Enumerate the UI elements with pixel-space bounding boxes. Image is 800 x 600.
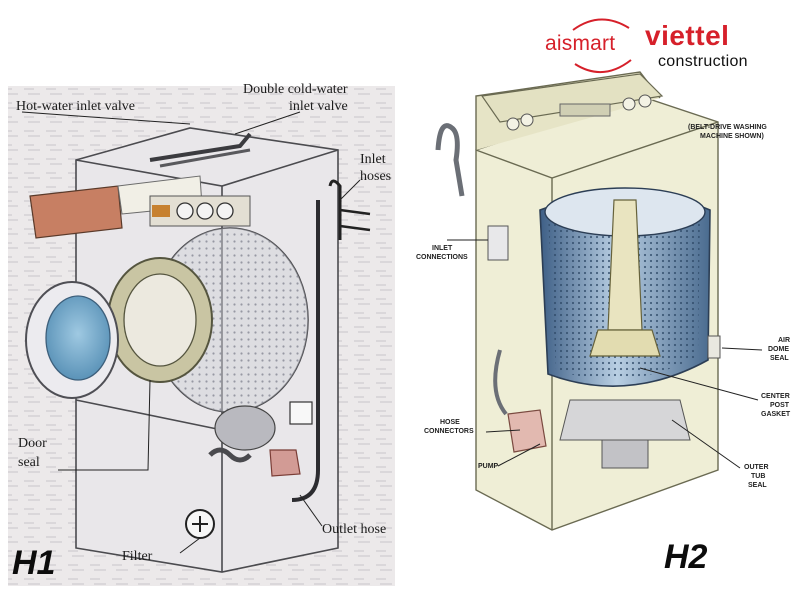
h2-label-hose-connectors-1: HOSE [440, 419, 460, 426]
h2-label-air-dome-seal-2: DOME [768, 346, 789, 353]
h1-control-box [289, 401, 313, 425]
diagram-h2: (BELT-DRIVE WASHING MACHINE SHOWN) INLET… [416, 71, 791, 576]
h2-label-outer-tub-2: TUB [751, 473, 765, 480]
h1-label-double-cold-water-1: Double cold-water [243, 82, 348, 97]
h1-detergent-drawer [29, 185, 123, 239]
h2-label-hose-connectors-2: CONNECTORS [424, 428, 474, 435]
h2-drain-hose [493, 349, 508, 416]
h1-label-filter: Filter [122, 549, 153, 564]
h1-pump [269, 449, 301, 477]
h2-label-belt-drive-2: MACHINE SHOWN) [700, 133, 764, 140]
h2-inlet-hose [435, 123, 465, 197]
h1-top-pipes [149, 132, 252, 162]
h2-pump [507, 409, 547, 453]
brand-construction: construction [658, 53, 748, 70]
h1-inlet-hoses [328, 179, 342, 240]
h1-door-glass [45, 295, 111, 381]
diagram-h1: Hot-water inlet valve Double cold-water … [8, 82, 395, 586]
h2-leader-lines [447, 239, 763, 469]
h2-air-dome [707, 335, 721, 359]
h1-label-inlet-hoses-2: hoses [360, 169, 391, 184]
h2-label-outer-tub-1: OUTER [744, 464, 769, 471]
h2-label-inlet-connections-1: INLET [432, 245, 453, 252]
h1-label-door-seal-2: seal [18, 455, 40, 470]
h1-leader-lines [21, 111, 361, 554]
h2-label-pump: PUMP [478, 463, 499, 470]
h2-agitator [607, 199, 643, 331]
h1-motor [214, 405, 276, 451]
h2-label-center-post-1: CENTER [761, 393, 790, 400]
h1-label-double-cold-water-2: inlet valve [289, 99, 348, 114]
h1-figure-label: H1 [12, 544, 55, 582]
h1-inlet-valves [149, 195, 251, 227]
h1-outlet-hose [291, 200, 320, 502]
h2-motor-base [559, 399, 691, 441]
brand-logo: aismart viettel construction [545, 14, 785, 74]
h2-label-air-dome-seal-3: SEAL [770, 355, 789, 362]
h2-label-center-post-2: POST [770, 402, 790, 409]
h2-motor [601, 439, 649, 469]
h1-label-door-seal-1: Door [18, 436, 47, 451]
h2-label-outer-tub-3: SEAL [748, 482, 767, 489]
h2-label-belt-drive-1: (BELT-DRIVE WASHING [688, 124, 767, 131]
h2-control-panel [480, 73, 664, 131]
h2-figure-label: H2 [664, 538, 708, 576]
h1-label-inlet-hoses-1: Inlet [360, 152, 386, 167]
h1-drain-hose [208, 447, 252, 463]
h2-inlet-valve [487, 225, 509, 261]
brand-swoosh-icon [572, 18, 632, 74]
brand-viettel: viettel [645, 20, 730, 51]
h2-knob-icon [506, 117, 520, 131]
brand-aismart: aismart [545, 32, 616, 55]
h2-label-inlet-connections-2: CONNECTIONS [416, 254, 468, 261]
h2-label-center-post-3: GASKET [761, 411, 791, 418]
h1-label-hot-water-inlet-valve: Hot-water inlet valve [16, 99, 135, 114]
h1-label-outlet-hose: Outlet hose [322, 522, 386, 537]
h2-label-air-dome-seal-1: AIR [778, 337, 790, 344]
